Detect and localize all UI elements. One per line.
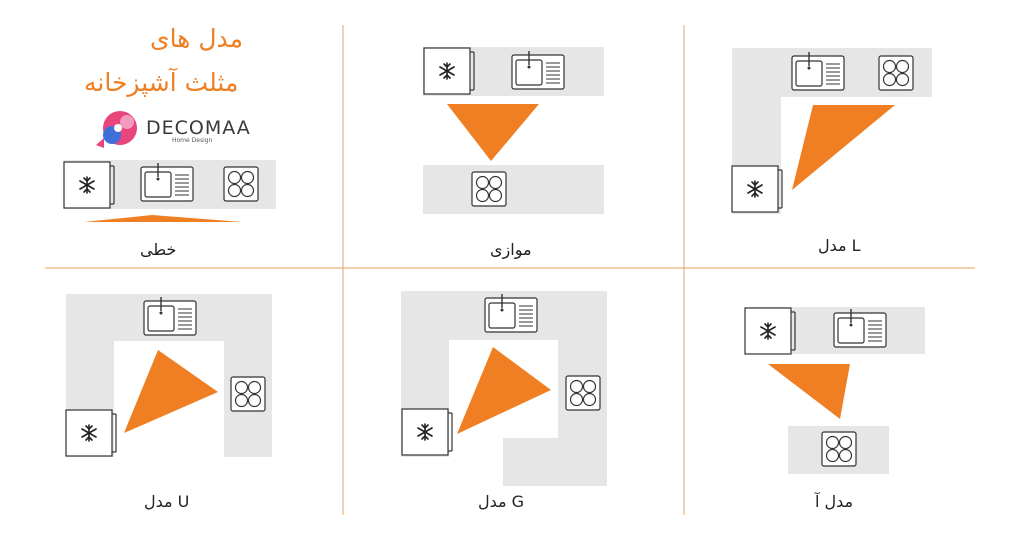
brand-tagline: Home Design (172, 137, 213, 144)
layout-g-shape (401, 291, 607, 486)
sink-icon (484, 293, 538, 333)
grid-divider (45, 25, 975, 515)
stove-icon (878, 55, 914, 91)
sink-icon (143, 296, 197, 336)
fridge-icon (731, 165, 783, 213)
stove-icon (565, 375, 601, 411)
title-line-1: مدل های (150, 24, 243, 53)
counter (503, 438, 607, 486)
stove-icon (821, 431, 857, 467)
sink-icon (140, 162, 194, 202)
layout-linear (63, 160, 276, 222)
counter (423, 165, 604, 214)
sink-icon (833, 308, 887, 348)
caption-u-shape: مدل U (144, 492, 190, 511)
work-triangle (792, 105, 895, 190)
sink-icon (511, 50, 565, 90)
fridge-icon (744, 307, 796, 355)
fridge-icon (65, 409, 117, 457)
caption-island: مدل آ (815, 492, 854, 511)
caption-linear: خطی (140, 240, 177, 259)
decomaa-logo-icon (96, 111, 137, 148)
work-triangle (768, 364, 850, 419)
work-triangle (124, 350, 218, 433)
counter (224, 294, 272, 457)
stove-icon (230, 376, 266, 412)
sink-icon (791, 51, 845, 91)
caption-g-shape: مدل G (478, 492, 525, 511)
stove-icon (471, 171, 507, 207)
layout-u-shape (65, 294, 272, 457)
work-triangle (457, 347, 551, 434)
brand-name: DECOMAA (146, 117, 251, 139)
layout-parallel (423, 47, 604, 214)
work-triangle (84, 215, 242, 222)
caption-l-shape: مدل L (818, 236, 861, 255)
stove-icon (223, 166, 259, 202)
title-line-2: مثلث آشپزخانه (84, 68, 239, 97)
caption-parallel: موازی (490, 240, 532, 259)
layout-island (744, 307, 925, 474)
fridge-icon (63, 161, 115, 209)
layout-l-shape (731, 48, 932, 214)
work-triangle (447, 104, 539, 161)
fridge-icon (401, 408, 453, 456)
fridge-icon (423, 47, 475, 95)
